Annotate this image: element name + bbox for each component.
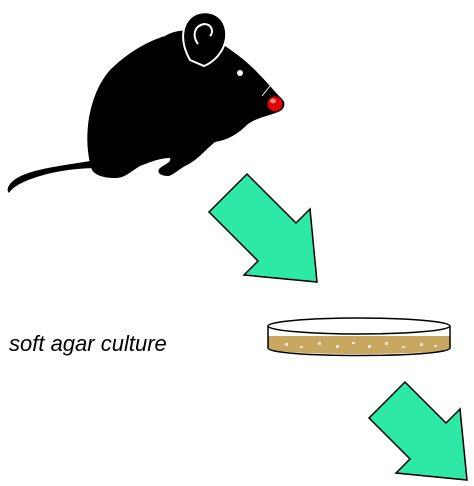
mouse-icon [8, 12, 285, 193]
petri-dish-icon [268, 318, 450, 356]
arrow-icon [209, 174, 317, 282]
arrow-down-right-2 [369, 382, 467, 480]
arrow-icon [369, 382, 467, 480]
mouse-nose [267, 96, 283, 112]
mouse-eye [237, 70, 243, 76]
arrow-down-right-1 [209, 174, 317, 282]
culture-label: soft agar culture [9, 331, 167, 357]
dish-rim [268, 318, 450, 334]
mouse-tail [8, 160, 100, 193]
